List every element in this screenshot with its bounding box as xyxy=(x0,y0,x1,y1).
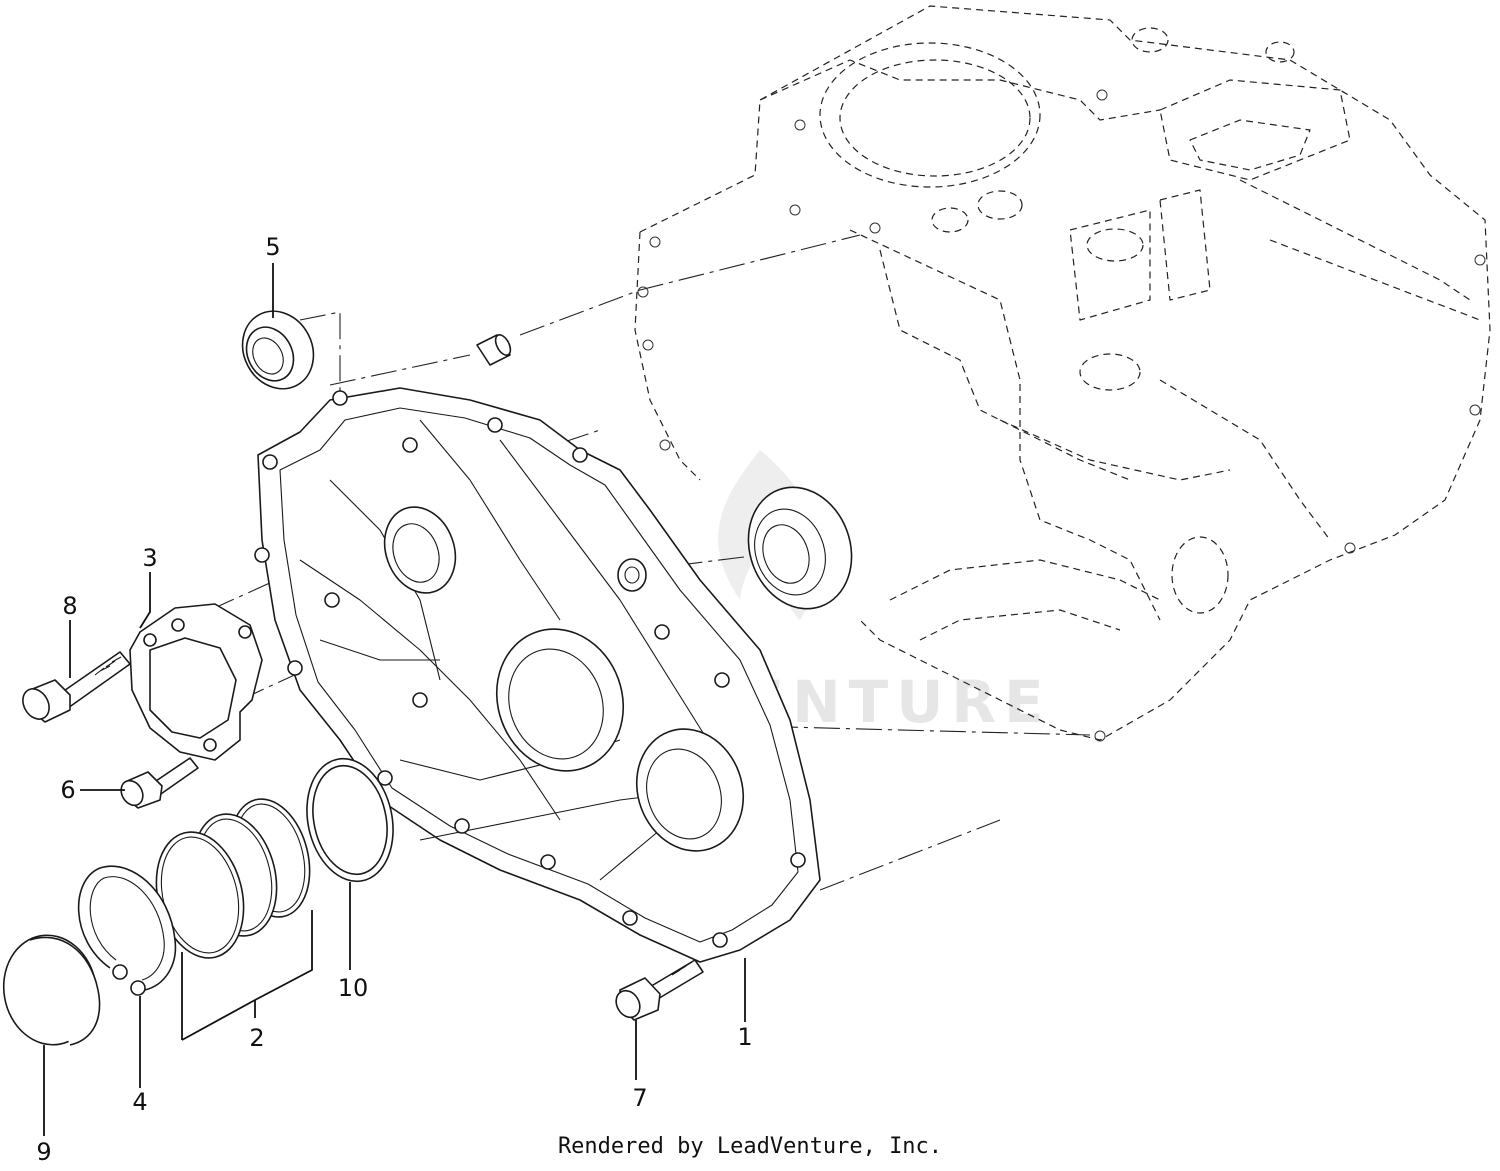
callout-6: 6 xyxy=(60,776,75,804)
oil-seal-part-5 xyxy=(241,310,315,390)
callout-9: 9 xyxy=(36,1138,51,1166)
callout-8: 8 xyxy=(62,592,77,620)
footer-credit: Rendered by LeadVenture, Inc. xyxy=(557,1134,943,1159)
cap-plug-part-9 xyxy=(2,934,101,1046)
callout-2: 2 xyxy=(249,1024,264,1052)
callout-4: 4 xyxy=(132,1088,147,1116)
snap-ring-part-4 xyxy=(77,865,177,996)
flange-bolt-part-7 xyxy=(615,959,704,1021)
case-cover-part-1 xyxy=(254,387,821,963)
leader-lines xyxy=(43,263,746,1136)
flange-bolt-part-8 xyxy=(22,651,131,723)
callout-7: 7 xyxy=(632,1084,647,1112)
callout-labels: 1 2 3 4 5 6 7 8 9 10 xyxy=(36,233,752,1166)
callout-5: 5 xyxy=(265,233,280,261)
bolt-part-6 xyxy=(120,757,199,809)
callout-1: 1 xyxy=(737,1023,752,1051)
pump-cover-part-3 xyxy=(129,603,263,761)
bearing xyxy=(747,486,853,610)
transmission-housing-ghost xyxy=(634,5,1491,742)
callout-3: 3 xyxy=(142,544,157,572)
ring-set-part-2 xyxy=(155,798,311,959)
dowel-pin xyxy=(476,334,512,366)
shim-ring-part-10 xyxy=(306,757,394,883)
callout-10: 10 xyxy=(338,974,369,1002)
